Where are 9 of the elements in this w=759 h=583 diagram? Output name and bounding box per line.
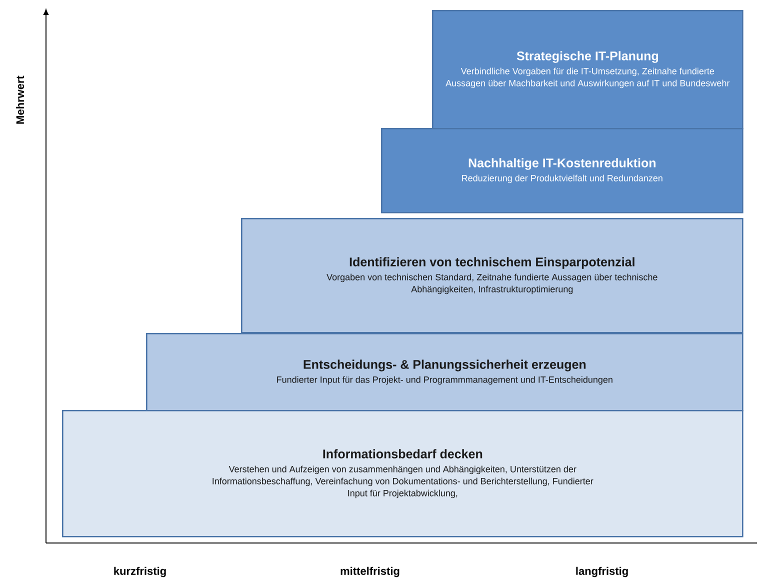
step-box: Strategische IT-Planung Verbindliche Vorgaben für die IT-Umsetzung, Zeitnahe fundierte Aussagen über Machbarkeit und Auswirkungen auf IT und Bundeswehr [432, 10, 744, 130]
step-box: Informationsbedarf decken Verstehen und Aufzeigen von zusammenhängen und Abhängigkeiten, Unterstützen der Informationsbeschaffung, Vereinfachung von Dokumentations- und Berichterstellung, Fundierter Input für Projektabwicklung, [62, 410, 744, 538]
step-box: Nachhaltige IT-Kostenreduktion Reduzierung der Produktvielfalt und Redundanzen [381, 128, 744, 214]
step-box: Entscheidungs- & Planungssicherheit erzeugen Fundierter Input für das Projekt- und Programmmanagement und IT-Entscheidungen [146, 333, 744, 412]
axis-label: kurzfristig [114, 566, 166, 578]
axis-label: mittelfristig [340, 566, 400, 578]
step-box: Identifizieren von technischem Einsparpotenzial Vorgaben von technischen Standard, Zeitnahe fundierte Aussagen über technische Abhängigkeiten, Infrastrukturoptimierung [241, 218, 744, 334]
axis-label: langfristig [576, 566, 628, 578]
axis-title: Mehrwert [16, 76, 24, 124]
